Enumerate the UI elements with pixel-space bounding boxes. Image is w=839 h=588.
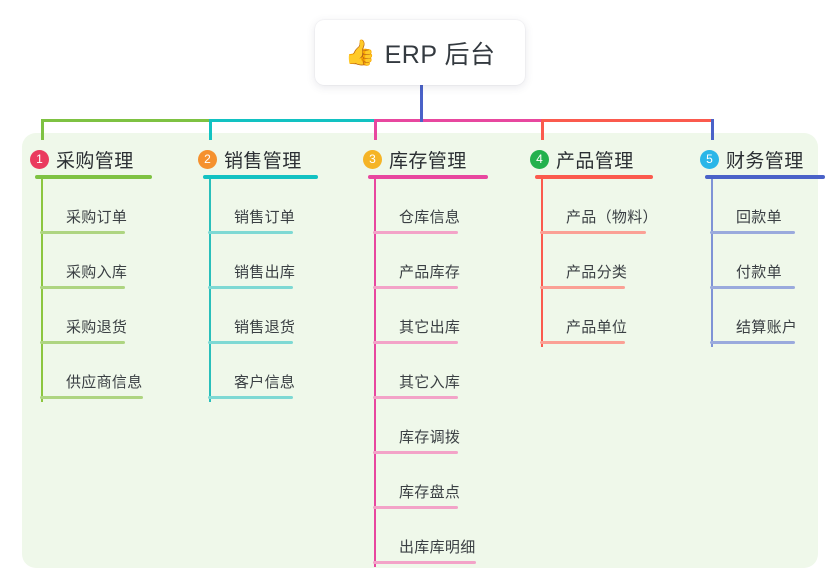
leaf-item[interactable]: 销售订单 [208,208,296,234]
branch-title: 销售管理 [224,151,302,172]
leaf-item-rule [208,341,293,344]
leaf-item-rule [208,396,293,399]
branch-header-rule [368,175,488,179]
leaf-item[interactable]: 采购入库 [40,263,128,289]
leaf-item-label: 产品单位 [566,319,628,336]
leaf-item-label: 采购入库 [66,264,128,281]
branch-spine [209,179,211,402]
leaf-item[interactable]: 销售退货 [208,318,296,344]
connector-bar-segment [541,119,714,122]
leaf-item-label: 销售订单 [234,209,296,226]
branch-spine [541,179,543,347]
leaf-item-rule [373,451,458,454]
leaf-item[interactable]: 客户信息 [208,373,296,399]
leaf-item[interactable]: 回款单 [710,208,795,234]
branch-header-3[interactable]: 3 库存管理 [363,146,467,173]
branch-title: 财务管理 [726,151,804,172]
leaf-item-rule [40,231,125,234]
leaf-item-rule [373,341,458,344]
leaf-item-rule [373,561,476,564]
leaf-item[interactable]: 库存调拨 [373,428,461,454]
leaf-item-rule [373,231,458,234]
leaf-item[interactable]: 供应商信息 [40,373,143,399]
branch-spine [41,179,43,402]
leaf-item-label: 销售出库 [234,264,296,281]
branch-header-rule [35,175,152,179]
connector-bar-segment [209,119,377,122]
leaf-item[interactable]: 其它入库 [373,373,461,399]
branch-header-5[interactable]: 5 财务管理 [700,146,804,173]
root-node-title: ERP 后台 [384,40,496,69]
branch-number-badge: 4 [530,150,549,169]
leaf-item-rule [710,231,795,234]
leaf-item-rule [373,286,458,289]
root-stem [420,84,423,122]
leaf-item-rule [40,396,143,399]
branch-number-badge: 3 [363,150,382,169]
leaf-item-rule [208,286,293,289]
leaf-item[interactable]: 付款单 [710,263,795,289]
connector-bar-segment [41,119,212,122]
leaf-item[interactable]: 库存盘点 [373,483,461,509]
branch-header-4[interactable]: 4 产品管理 [530,146,634,173]
leaf-item-label: 客户信息 [234,374,296,391]
leaf-item-label: 产品（物料） [566,209,658,226]
leaf-item-label: 出库库明细 [399,539,476,556]
leaf-item-label: 库存调拨 [399,429,461,446]
leaf-item-rule [540,341,625,344]
leaf-item[interactable]: 销售出库 [208,263,296,289]
leaf-item[interactable]: 产品分类 [540,263,628,289]
branch-number-badge: 5 [700,150,719,169]
leaf-item-label: 其它出库 [399,319,461,336]
branch-number-badge: 1 [30,150,49,169]
leaf-item-label: 销售退货 [234,319,296,336]
leaf-item-rule [373,506,458,509]
connector-bar-segment [374,119,544,122]
branch-spine [711,179,713,347]
branch-title: 采购管理 [56,151,134,172]
leaf-item-label: 产品库存 [399,264,461,281]
branch-header-2[interactable]: 2 销售管理 [198,146,302,173]
leaf-item-label: 产品分类 [566,264,628,281]
leaf-item-label: 其它入库 [399,374,461,391]
branch-title: 库存管理 [389,151,467,172]
leaf-item-label: 回款单 [736,209,782,226]
diagram-panel [22,133,818,568]
branch-spine [374,179,376,567]
leaf-item-rule [540,286,625,289]
leaf-item[interactable]: 产品（物料） [540,208,658,234]
leaf-item-rule [40,341,125,344]
leaf-item-label: 仓库信息 [399,209,461,226]
leaf-item-label: 供应商信息 [66,374,143,391]
leaf-item-rule [373,396,458,399]
leaf-item[interactable]: 产品库存 [373,263,461,289]
leaf-item[interactable]: 其它出库 [373,318,461,344]
leaf-item-rule [710,286,795,289]
root-node[interactable]: 👍 ERP 后台 [315,20,525,85]
leaf-item-rule [710,341,795,344]
leaf-item[interactable]: 结算账户 [710,318,798,344]
branch-header-rule [203,175,318,179]
leaf-item[interactable]: 采购退货 [40,318,128,344]
leaf-item[interactable]: 产品单位 [540,318,628,344]
leaf-item-label: 采购退货 [66,319,128,336]
leaf-item[interactable]: 仓库信息 [373,208,461,234]
branch-number-badge: 2 [198,150,217,169]
leaf-item-rule [40,286,125,289]
leaf-item-rule [540,231,646,234]
branch-title: 产品管理 [556,151,634,172]
leaf-item[interactable]: 出库库明细 [373,538,476,564]
leaf-item-label: 库存盘点 [399,484,461,501]
branch-header-1[interactable]: 1 采购管理 [30,146,134,173]
leaf-item-label: 结算账户 [736,319,798,336]
branch-header-rule [705,175,825,179]
leaf-item-label: 付款单 [736,264,782,281]
leaf-item-rule [208,231,293,234]
leaf-item-label: 采购订单 [66,209,128,226]
thumbs-up-icon: 👍 [344,38,376,67]
leaf-item[interactable]: 采购订单 [40,208,128,234]
branch-header-rule [535,175,653,179]
